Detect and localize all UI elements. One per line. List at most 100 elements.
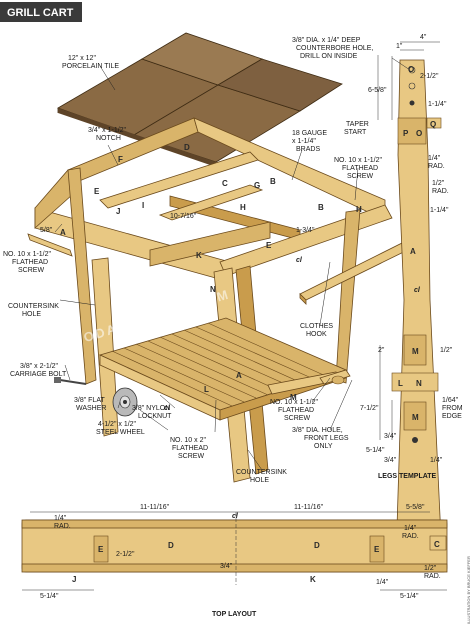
part-d-top: D bbox=[184, 143, 190, 152]
dim-5-8: 5/8" bbox=[40, 227, 53, 234]
callout-screw-top-head: FLATHEAD bbox=[342, 165, 378, 172]
toplay-c: C bbox=[434, 540, 440, 549]
part-a-front: A bbox=[236, 371, 242, 380]
callout-screw-bot-head: FLATHEAD bbox=[172, 445, 208, 452]
callout-locknut-size: 3/8" NYLON bbox=[132, 405, 170, 412]
part-h-right: H bbox=[356, 205, 362, 214]
callout-screw-top-size: NO. 10 x 1-1/2" bbox=[334, 157, 383, 164]
top-layout-drawing bbox=[21, 511, 448, 591]
part-f: F bbox=[118, 155, 123, 164]
toplay-d2: D bbox=[314, 541, 320, 550]
centerline-top: cl bbox=[232, 513, 239, 520]
callout-cbore-hole: COUNTERBORE HOLE, bbox=[296, 45, 373, 52]
callout-screw-bot-size: NO. 10 x 2" bbox=[170, 437, 206, 444]
top-dim-1-4-rad: 1/4" bbox=[404, 525, 417, 532]
callout-screw-top: SCREW bbox=[347, 173, 373, 180]
centerline-legs: cl bbox=[414, 287, 421, 294]
callout-hook: CLOTHES bbox=[300, 323, 333, 330]
callout-wheel-size: 4-1/2" x 1/2" bbox=[98, 421, 137, 428]
title-bar bbox=[0, 2, 82, 22]
top-dim-3-4: 3/4" bbox=[220, 563, 233, 570]
callout-cbore-drill: DRILL ON INSIDE bbox=[300, 53, 358, 60]
top-dim-rad3: RAD. bbox=[424, 573, 441, 580]
part-n: N bbox=[210, 285, 216, 294]
illustration-credit: ILLUSTRATION BY BRUCE KIEFFER bbox=[466, 556, 471, 624]
callout-tile-name: PORCELAIN TILE bbox=[62, 63, 119, 70]
dim-7-1-2: 7-1/2" bbox=[360, 405, 379, 412]
dim-rad: RAD. bbox=[428, 163, 445, 170]
dim-1-2: 1/2" bbox=[440, 347, 453, 354]
callout-csink-bot: COUNTERSINK bbox=[236, 469, 287, 476]
callout-brads-size: x 1-1/4" bbox=[292, 138, 316, 145]
callout-washer-size: 3/8" FLAT bbox=[74, 397, 105, 404]
callout-locknut: LOCKNUT bbox=[138, 413, 172, 420]
top-dim-1-4: 1/4" bbox=[54, 515, 67, 522]
dim-1: 1" bbox=[396, 43, 403, 50]
callout-screw-mid-head: FLATHEAD bbox=[278, 407, 314, 414]
legtpl-q: Q bbox=[430, 120, 436, 129]
callout-brads-gauge: 18 GAUGE bbox=[292, 130, 327, 137]
part-l: L bbox=[204, 385, 209, 394]
top-dim-11-a: 11-11/16" bbox=[140, 504, 170, 511]
top-dim-1-2-rad: 1/2" bbox=[424, 565, 437, 572]
legtpl-n: N bbox=[416, 379, 422, 388]
callout-taper: TAPER bbox=[346, 121, 369, 128]
dim-4: 4" bbox=[420, 34, 427, 41]
part-m: M bbox=[290, 393, 297, 402]
part-e: E bbox=[94, 187, 100, 196]
callout-screw-left-head: FLATHEAD bbox=[12, 259, 48, 266]
top-dim-2-1-2: 2-1/2" bbox=[116, 551, 135, 558]
part-a-left: A bbox=[60, 228, 66, 237]
legtpl-m: M bbox=[412, 347, 419, 356]
callout-edge: EDGE bbox=[442, 413, 462, 420]
porcelain-tiles bbox=[57, 32, 343, 167]
toplay-d: D bbox=[168, 541, 174, 550]
dim-rad2: RAD. bbox=[432, 188, 449, 195]
top-dim-1-4b: 1/4" bbox=[376, 579, 389, 586]
callout-csink-left: COUNTERSINK bbox=[8, 303, 59, 310]
part-b-top: B bbox=[270, 177, 276, 186]
callout-csink-bot-hole: HOLE bbox=[250, 477, 269, 484]
callout-hole-front-legs: FRONT LEGS bbox=[304, 435, 349, 442]
centerline-marks: cl cl cl cl bbox=[164, 257, 421, 520]
legtpl-o2: O bbox=[416, 129, 422, 138]
legtpl-m2: M bbox=[412, 413, 419, 422]
part-c: C bbox=[222, 179, 228, 188]
toplay-e2: E bbox=[374, 545, 380, 554]
dim-10-7-16: 10-7/16" bbox=[170, 213, 197, 220]
dim-2-1-2: 2-1/2" bbox=[420, 73, 439, 80]
top-dim-rad2: RAD. bbox=[402, 533, 419, 540]
top-dim-rad: RAD. bbox=[54, 523, 71, 530]
dim-3-4: 3/4" bbox=[384, 433, 397, 440]
callout-hole-front-size: 3/8" DIA. HOLE, bbox=[292, 427, 343, 434]
callout-bolt: CARRIAGE BOLT bbox=[10, 371, 67, 378]
dim-2: 2" bbox=[378, 347, 385, 354]
part-e-right: E bbox=[266, 241, 272, 250]
toplay-j: J bbox=[72, 575, 76, 584]
callout-wheel: STEEL WHEEL bbox=[96, 429, 145, 436]
centerline-frame: cl bbox=[296, 257, 303, 264]
callout-taper-start: START bbox=[344, 129, 367, 136]
legtpl-o: O bbox=[408, 65, 414, 74]
part-h: H bbox=[240, 203, 246, 212]
callout-screw-mid-size: NO. 10 x 1-1/2" bbox=[270, 399, 319, 406]
callout-screw-mid: SCREW bbox=[284, 415, 310, 422]
toplay-k: K bbox=[310, 575, 316, 584]
callouts: 12" x 12" PORCELAIN TILE 3/4" x 1-1/2" N… bbox=[3, 37, 463, 484]
legs-template-caption: LEGS TEMPLATE bbox=[378, 473, 437, 480]
top-dim-5-1-4: 5-1/4" bbox=[40, 593, 59, 600]
callout-notch: NOTCH bbox=[96, 135, 121, 142]
dim-1-2-rad: 1/2" bbox=[432, 180, 445, 187]
diagram-title: GRILL CART bbox=[7, 7, 74, 19]
callout-tile-size: 12" x 12" bbox=[68, 55, 96, 62]
callout-bolt-size: 3/8" x 2-1/2" bbox=[20, 363, 59, 370]
callout-washer: WASHER bbox=[76, 405, 106, 412]
dim-1-1-4b: 1-1/4" bbox=[430, 207, 449, 214]
centerline-shelf: cl bbox=[164, 405, 171, 412]
callout-screw-left-size: NO. 10 x 1-1/2" bbox=[3, 251, 52, 258]
legtpl-a: A bbox=[410, 247, 416, 256]
toplay-e: E bbox=[98, 545, 104, 554]
leader-lines bbox=[54, 57, 411, 471]
